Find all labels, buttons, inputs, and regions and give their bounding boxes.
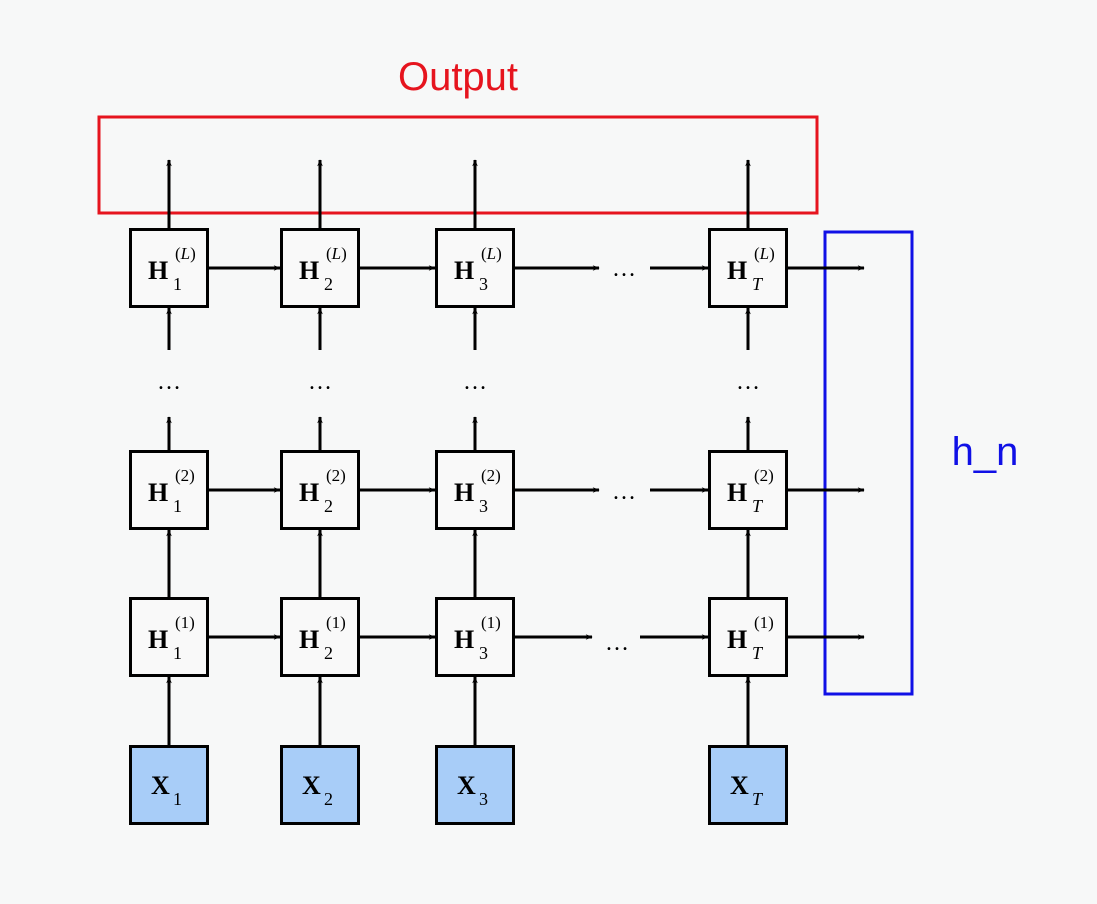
ellipsis-vertical-3: … bbox=[463, 369, 487, 395]
ellipsis-layer-L: … bbox=[612, 256, 636, 282]
ellipses: … … … … … … … bbox=[157, 256, 760, 656]
ellipsis-layer-2: … bbox=[612, 479, 636, 505]
output-box bbox=[97, 115, 819, 215]
ellipsis-vertical-T: … bbox=[736, 369, 760, 395]
h-n-box bbox=[823, 230, 914, 696]
output-label: Output bbox=[398, 55, 518, 99]
h-n-label: h_n bbox=[952, 430, 1019, 474]
arrows bbox=[166, 159, 865, 745]
ellipsis-vertical-2: … bbox=[308, 369, 332, 395]
ellipsis-layer-1: … bbox=[605, 630, 629, 656]
ellipsis-vertical-1: … bbox=[157, 369, 181, 395]
